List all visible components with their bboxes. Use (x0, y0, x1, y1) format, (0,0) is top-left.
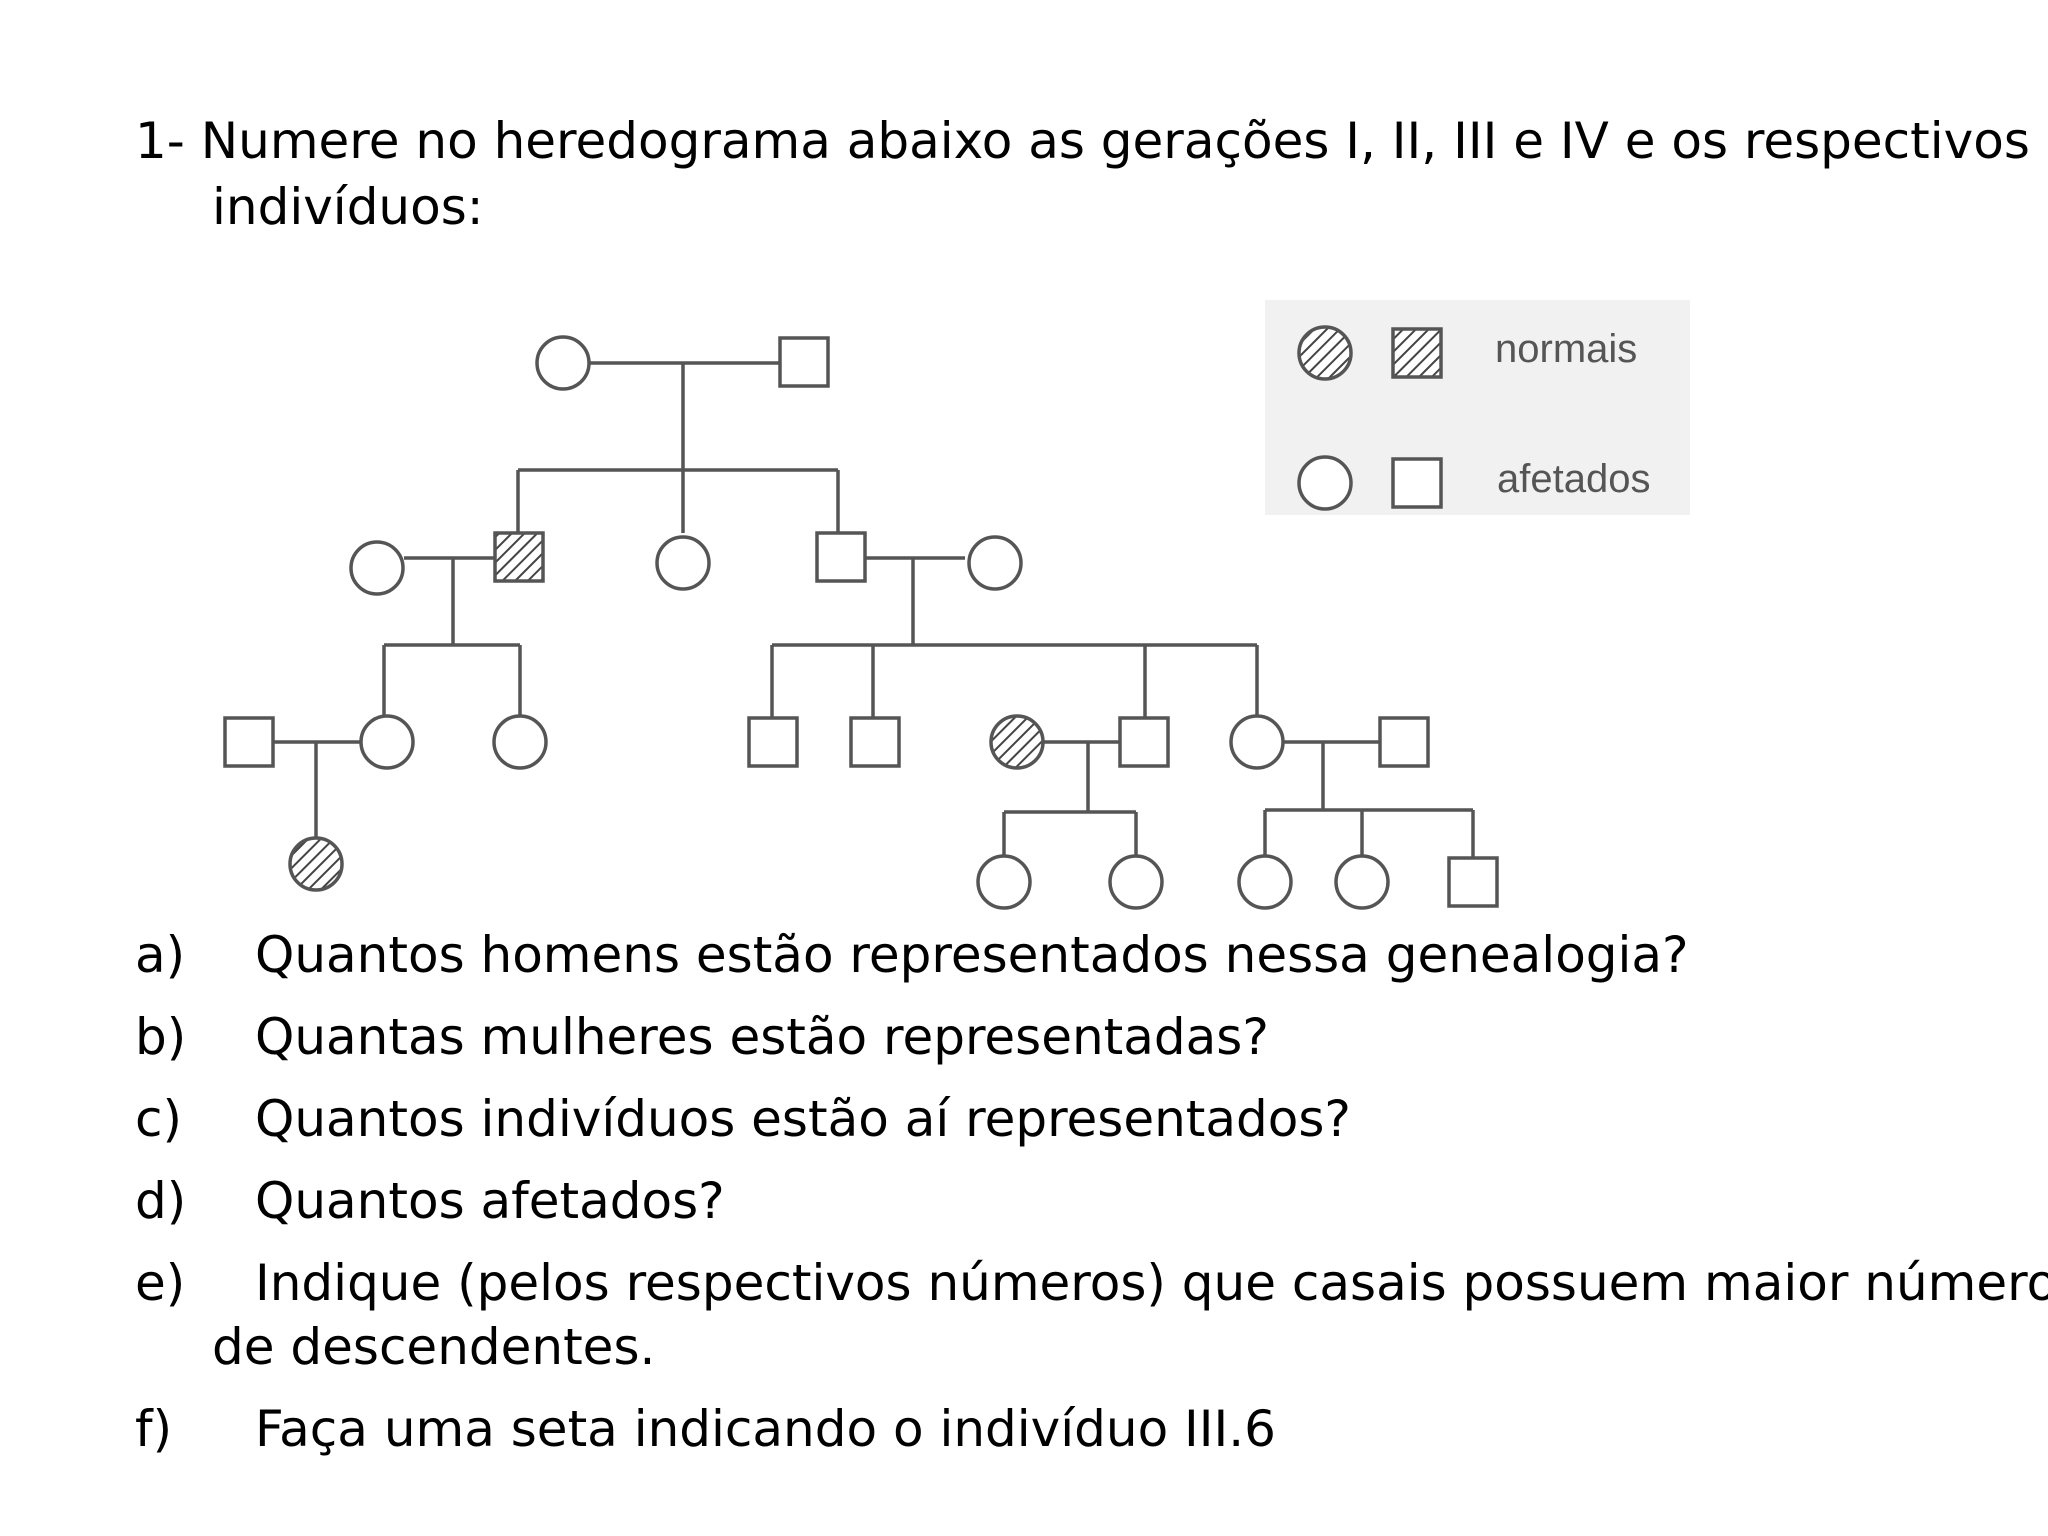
male-symbol (1447, 856, 1499, 908)
question-b: b) Quantas mulheres estão representadas? (135, 1004, 2048, 1070)
question-c: c) Quantos indivíduos estão aí representa… (135, 1086, 2048, 1152)
question-label: f) (135, 1400, 173, 1458)
question-label: a) (135, 926, 186, 984)
question-text: Quantos homens estão representados nessa… (255, 926, 1689, 984)
pedigree-lines (270, 361, 1475, 858)
legend-normal-label: normais (1495, 327, 1637, 371)
legend-affected-female-symbol (1297, 455, 1353, 511)
female-symbol (1229, 714, 1285, 770)
male-symbol (778, 336, 830, 388)
female-symbol (1334, 854, 1390, 910)
question-d: d) Quantos afetados? (135, 1168, 2048, 1234)
question-text: Quantos afetados? (255, 1172, 725, 1230)
male-symbol (849, 716, 901, 768)
male-symbol-hatched (493, 531, 545, 583)
question-text: Faça uma seta indicando o indivíduo III.… (255, 1400, 1276, 1458)
female-symbol (349, 540, 405, 596)
question-e: e) Indique (pelos respectivos números) qu… (135, 1250, 2048, 1380)
legend (1297, 325, 1443, 511)
question-text: Quantos indivíduos estão aí representado… (255, 1090, 1351, 1148)
heading-line-2: indivíduos: (212, 178, 484, 236)
female-symbol (492, 714, 548, 770)
exercise-heading: 1- Numere no heredograma abaixo as geraç… (135, 108, 2030, 240)
male-symbol (815, 531, 867, 583)
female-symbol (967, 535, 1023, 591)
female-symbol (655, 535, 711, 591)
question-label: b) (135, 1008, 187, 1066)
female-symbol (1108, 854, 1164, 910)
male-symbol (223, 716, 275, 768)
question-label: c) (135, 1090, 182, 1148)
question-label: d) (135, 1172, 187, 1230)
question-text-continued: de descendentes. (212, 1318, 656, 1376)
legend-normal-male-symbol (1391, 327, 1443, 379)
male-symbol (1118, 716, 1170, 768)
question-list: a) Quantos homens estão representados nes… (135, 922, 2048, 1478)
heading-line-1: 1- Numere no heredograma abaixo as geraç… (135, 112, 2030, 170)
legend-normal-female-symbol (1297, 325, 1353, 381)
legend-affected-label: afetados (1497, 457, 1650, 501)
question-label: e) (135, 1254, 186, 1312)
pedigree-individuals (223, 335, 1499, 910)
legend-affected-male-symbol (1391, 457, 1443, 509)
female-symbol (976, 854, 1032, 910)
question-text: Indique (pelos respectivos números) que … (255, 1254, 2048, 1312)
question-a: a) Quantos homens estão representados nes… (135, 922, 2048, 988)
question-text: Quantas mulheres estão representadas? (255, 1008, 1269, 1066)
female-symbol (1237, 854, 1293, 910)
male-symbol (747, 716, 799, 768)
question-f: f) Faça uma seta indicando o indivíduo II… (135, 1396, 2048, 1462)
female-symbol-hatched (989, 714, 1045, 770)
female-symbol-hatched (288, 836, 344, 892)
male-symbol (1378, 716, 1430, 768)
female-symbol (359, 714, 415, 770)
female-symbol (535, 335, 591, 391)
